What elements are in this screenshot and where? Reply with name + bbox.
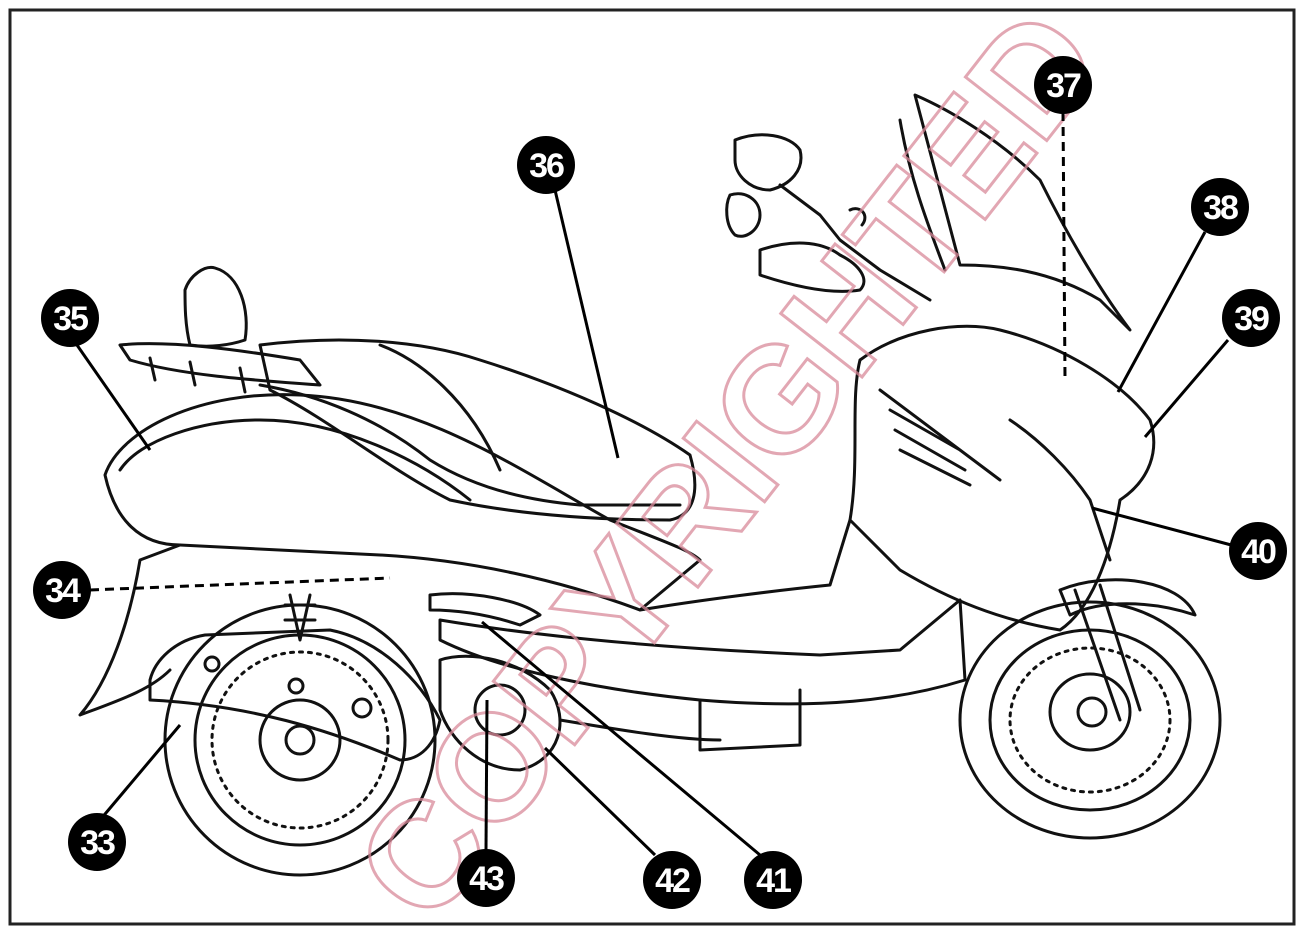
scooter-illustration	[78, 93, 1222, 877]
diagram-border	[8, 8, 1296, 926]
front-fender	[1058, 578, 1197, 617]
engine-case	[438, 654, 562, 772]
leader-line-39	[1143, 339, 1230, 438]
leader-line-33	[98, 724, 182, 821]
callout-36: 36	[517, 136, 575, 194]
callout-42: 42	[643, 851, 701, 909]
callout-label-40: 40	[1241, 533, 1276, 571]
leader-line-36	[553, 189, 620, 459]
leader-line-43	[484, 699, 489, 851]
handlebar-assembly	[725, 133, 932, 302]
callout-label-43: 43	[469, 860, 504, 898]
leader-line-40	[1091, 506, 1236, 548]
leader-line-35	[68, 334, 152, 451]
rear-shock	[283, 593, 317, 642]
callout-38: 38	[1191, 178, 1249, 236]
grab-rail	[118, 342, 322, 387]
seat	[258, 338, 697, 522]
windshield	[913, 93, 1132, 332]
backrest	[183, 265, 248, 348]
callout-label-35: 35	[53, 300, 88, 338]
callout-label-34: 34	[45, 572, 81, 610]
callout-35: 35	[41, 289, 99, 347]
callout-label-37: 37	[1046, 67, 1081, 105]
callout-43: 43	[457, 849, 515, 907]
leader-line-41	[481, 620, 761, 857]
callout-label-36: 36	[529, 147, 564, 185]
callout-41: 41	[744, 851, 802, 909]
callout-40: 40	[1229, 522, 1287, 580]
callout-39: 39	[1222, 289, 1280, 347]
exhaust-muffler	[148, 628, 442, 762]
callout-label-41: 41	[756, 862, 791, 900]
leader-lines	[68, 111, 1236, 857]
passenger-footrest	[428, 592, 542, 627]
callout-34: 34	[33, 561, 91, 619]
leader-line-42	[543, 746, 657, 857]
callout-label-38: 38	[1203, 189, 1238, 227]
rear-body-cover	[103, 393, 702, 612]
callout-label-42: 42	[655, 862, 690, 900]
callout-label-33: 33	[80, 824, 115, 862]
floorboard	[438, 598, 967, 706]
leader-line-38	[1116, 231, 1207, 393]
callout-37: 37	[1034, 56, 1092, 114]
callout-label-39: 39	[1234, 300, 1269, 338]
leader-line-34	[89, 576, 391, 592]
callout-33: 33	[68, 813, 126, 871]
